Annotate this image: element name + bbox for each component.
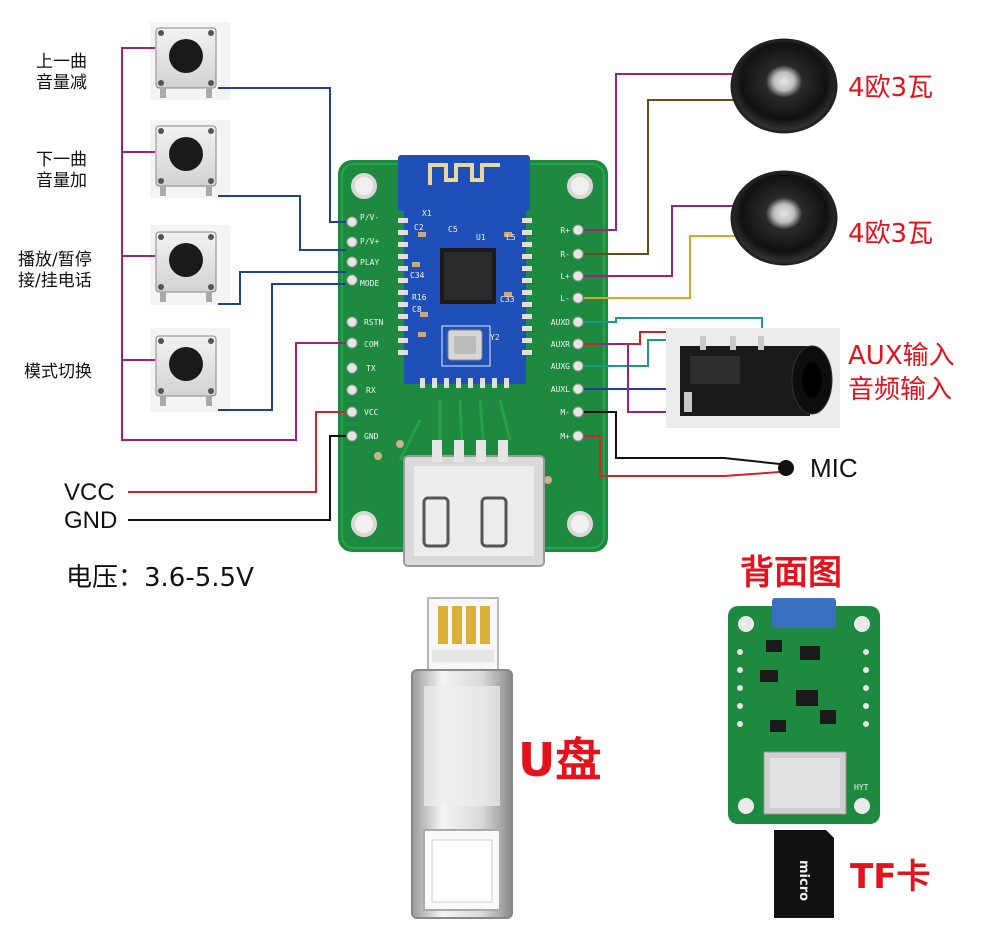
speaker-2 [730,170,838,266]
button-play-line2: 接/挂电话 [18,271,92,292]
aux-label: AUX输入 音频输入 [848,340,955,408]
aux-jack [666,328,840,428]
tf-card-text: micro [796,860,811,901]
gnd-label: GND [64,507,118,534]
button-mode-line1: 模式切换 [24,362,92,382]
usb-connector [403,440,545,567]
pin-rx: RX [366,386,376,395]
vcc-label: VCC [64,479,115,506]
button-play-line1: 播放/暂停 [18,250,92,270]
button-next-line1: 下一曲 [36,150,87,170]
udisk [411,597,513,919]
button-play-label: 播放/暂停 接/挂电话 [18,250,92,293]
mark-c33: C33 [500,295,515,304]
mic-capsule [778,460,794,476]
pin-pv-plus: P/V+ [360,237,379,246]
mic-label: MIC [810,453,858,483]
speaker-wires [584,73,736,299]
pin-pv-minus: P/V- [360,213,379,222]
button-next-label: 下一曲 音量加 [36,150,87,193]
mark-l5: L5 [506,233,516,242]
pin-r-plus: R+ [560,226,570,235]
tf-label: TF卡 [850,857,931,897]
pin-m-plus: M+ [560,432,570,441]
pin-play: PLAY [360,258,379,267]
pin-vcc: VCC [364,408,379,417]
aux-line2: 音频输入 [848,374,953,405]
button-next-line2: 音量加 [36,171,87,192]
right-pin-labels: R+ R- L+ L- AUXD AUXR AUXG AUXL M- M+ [551,226,570,441]
back-board: HYT [728,598,880,824]
speaker-1 [730,38,838,134]
speaker-1-label: 4欧3瓦 [848,73,934,103]
tf-card: micro [774,830,834,918]
pin-m-minus: M- [560,408,570,417]
tact-button-next [150,120,230,198]
pin-auxg: AUXG [551,362,570,371]
voltage-label: 电压：3.6-5.5V [66,563,254,593]
left-pin-labels: P/V- P/V+ PLAY MODE RSTN COM TX RX VCC G… [360,213,383,441]
aux-line1: AUX输入 [848,341,955,371]
tact-button-mode [150,328,230,412]
power-wires [128,411,346,521]
pin-l-plus: L+ [560,272,570,281]
mark-x1: X1 [422,209,432,218]
mark-r16: R16 [412,293,427,302]
button-prev-line1: 上一曲 [36,52,87,72]
mark-y2: Y2 [490,333,500,342]
module-marks: X1 C2 C5 U1 L5 C34 R16 C8 C33 Y2 [410,209,516,342]
mic-wires [584,411,781,477]
button-wires [121,47,346,441]
speaker-2-label: 4欧3瓦 [848,219,934,249]
pin-tx: TX [366,364,376,373]
pin-r-minus: R- [560,250,570,259]
button-prev-line2: 音量减 [36,73,87,94]
pin-gnd: GND [364,432,379,441]
back-board-mark: HYT [854,783,869,792]
mark-c2: C2 [414,223,424,232]
pin-auxr: AUXR [551,340,570,349]
mark-c5: C5 [448,225,458,234]
pin-com: COM [364,340,379,349]
right-header [572,224,584,442]
tact-button-play [150,225,230,305]
tact-button-prev [150,22,230,100]
mark-c8: C8 [412,305,422,314]
button-prev-label: 上一曲 音量减 [36,52,87,95]
pin-rstn: RSTN [364,318,383,327]
bluetooth-module [398,155,584,458]
mark-u1: U1 [476,233,486,242]
pin-auxl: AUXL [551,385,570,394]
pin-mode: MODE [360,279,379,288]
udisk-label: U盘 [518,733,602,787]
pin-auxd: AUXD [551,318,570,327]
left-header [346,216,358,442]
back-title: 背面图 [740,553,842,593]
button-mode-label: 模式切换 [24,362,92,383]
mark-c34: C34 [410,271,425,280]
pin-l-minus: L- [560,294,570,303]
